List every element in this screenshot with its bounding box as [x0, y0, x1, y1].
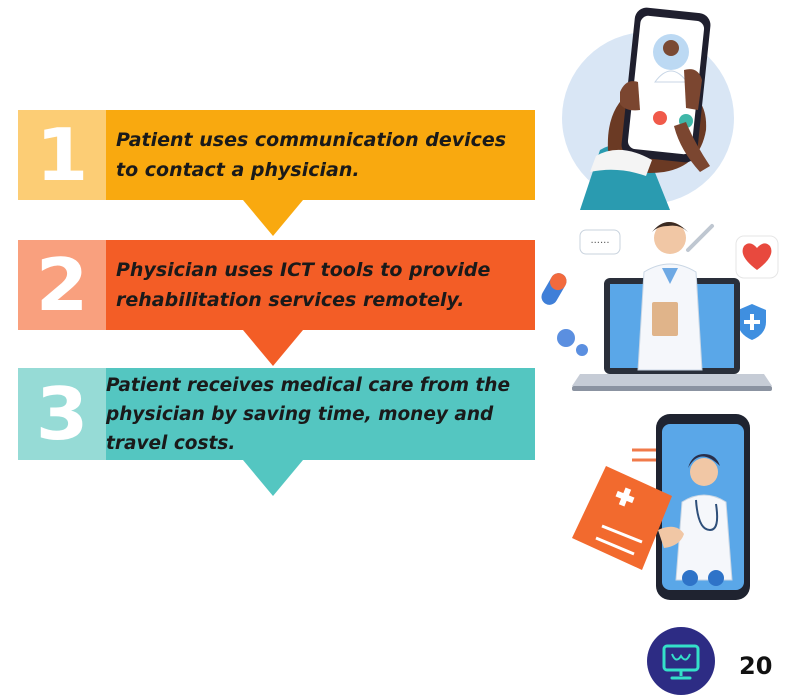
- step-2-number: 2: [35, 243, 89, 327]
- step-3-text: Patient receives medical care from the p…: [106, 374, 510, 454]
- step-3: 3 Patient receives medical care from the…: [18, 368, 535, 460]
- step-3-number: 3: [35, 372, 89, 456]
- laptop-doctor-illustration: ······: [541, 222, 779, 391]
- mobile-doctor-illustration: [572, 414, 750, 600]
- phone-video-call-illustration: [562, 7, 734, 210]
- step-3-arrow: [243, 460, 303, 496]
- step-1: 1 Patient uses communication devices to …: [18, 110, 535, 200]
- svg-text:······: ······: [590, 238, 609, 249]
- page-number: 20: [739, 652, 773, 680]
- step-1-text: Patient uses communication devices to co…: [116, 129, 507, 181]
- step-2: 2 Physician uses ICT tools to provide re…: [18, 240, 535, 330]
- step-1-number: 1: [35, 113, 89, 197]
- step-2-text: Physician uses ICT tools to provide reha…: [116, 259, 491, 311]
- step-1-number-box: 1: [18, 110, 106, 200]
- step-2-arrow: [243, 330, 303, 366]
- step-2-number-box: 2: [18, 240, 106, 330]
- monitor-logo-icon: [647, 627, 715, 695]
- step-3-number-box: 3: [18, 368, 106, 460]
- step-1-arrow: [243, 200, 303, 236]
